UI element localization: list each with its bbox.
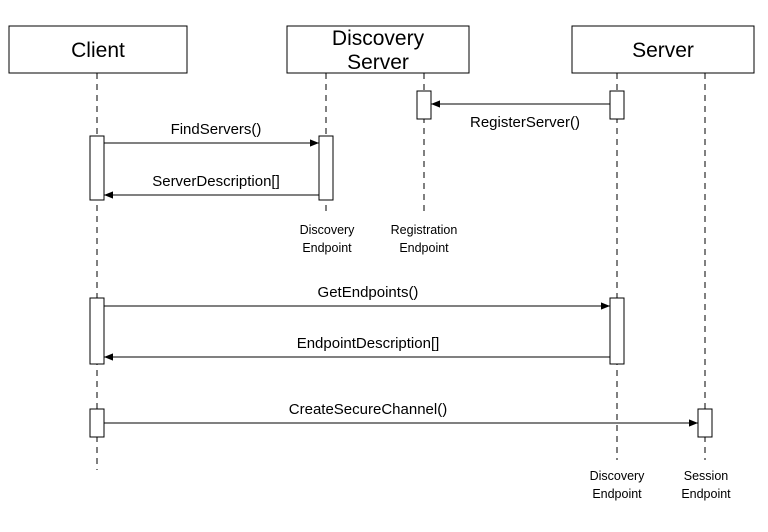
endpoint-label-discovery-2-line1: Discovery: [590, 469, 646, 483]
endpoint-label-registration-line2: Endpoint: [399, 241, 449, 255]
actor-discovery-server: Discovery Server: [286, 25, 470, 74]
endpoint-label-session: Session Endpoint: [681, 469, 731, 501]
actor-discovery-server-label-line2: Server: [347, 51, 409, 74]
activation-client-1: [89, 135, 105, 201]
endpoint-label-discovery-1-line2: Endpoint: [302, 241, 352, 255]
message-create-secure-channel: CreateSecureChannel(): [104, 401, 698, 427]
message-find-servers-label: FindServers(): [171, 121, 262, 138]
actor-client-box: [8, 25, 188, 74]
endpoint-label-registration-line1: Registration: [391, 223, 458, 237]
activation-registration-endpoint: [416, 90, 432, 120]
endpoint-label-discovery-1: Discovery Endpoint: [300, 223, 356, 255]
message-endpoint-description-label: EndpointDescription[]: [297, 335, 440, 352]
actor-client-label: Client: [71, 39, 125, 62]
endpoint-label-discovery-1-line1: Discovery: [300, 223, 356, 237]
message-get-endpoints-label: GetEndpoints(): [318, 284, 419, 301]
actor-discovery-server-box: [286, 25, 470, 74]
message-server-description: ServerDescription[]: [104, 173, 319, 199]
actor-server-box: [571, 25, 755, 74]
actor-server: Server: [571, 25, 755, 74]
activation-client-2: [89, 297, 105, 365]
actor-server-label: Server: [632, 39, 694, 62]
activation-server-1: [609, 90, 625, 120]
activation-discovery-endpoint: [318, 135, 334, 201]
message-register-server: RegisterServer(): [431, 100, 610, 131]
endpoint-label-discovery-2-line2: Endpoint: [592, 487, 642, 501]
message-register-server-label: RegisterServer(): [470, 114, 580, 131]
message-create-secure-channel-label: CreateSecureChannel(): [289, 401, 447, 418]
endpoint-label-session-line1: Session: [684, 469, 729, 483]
actor-client: Client: [8, 25, 188, 74]
activation-session-endpoint: [697, 408, 713, 438]
endpoint-label-discovery-2: Discovery Endpoint: [590, 469, 646, 501]
activation-client-3: [89, 408, 105, 438]
message-server-description-label: ServerDescription[]: [152, 173, 280, 190]
message-endpoint-description: EndpointDescription[]: [104, 335, 610, 361]
message-find-servers: FindServers(): [104, 121, 319, 147]
actor-discovery-server-label-line1: Discovery: [332, 27, 425, 50]
activation-server-2: [609, 297, 625, 365]
endpoint-label-registration: Registration Endpoint: [391, 223, 458, 255]
message-get-endpoints: GetEndpoints(): [104, 284, 610, 310]
endpoint-label-session-line2: Endpoint: [681, 487, 731, 501]
